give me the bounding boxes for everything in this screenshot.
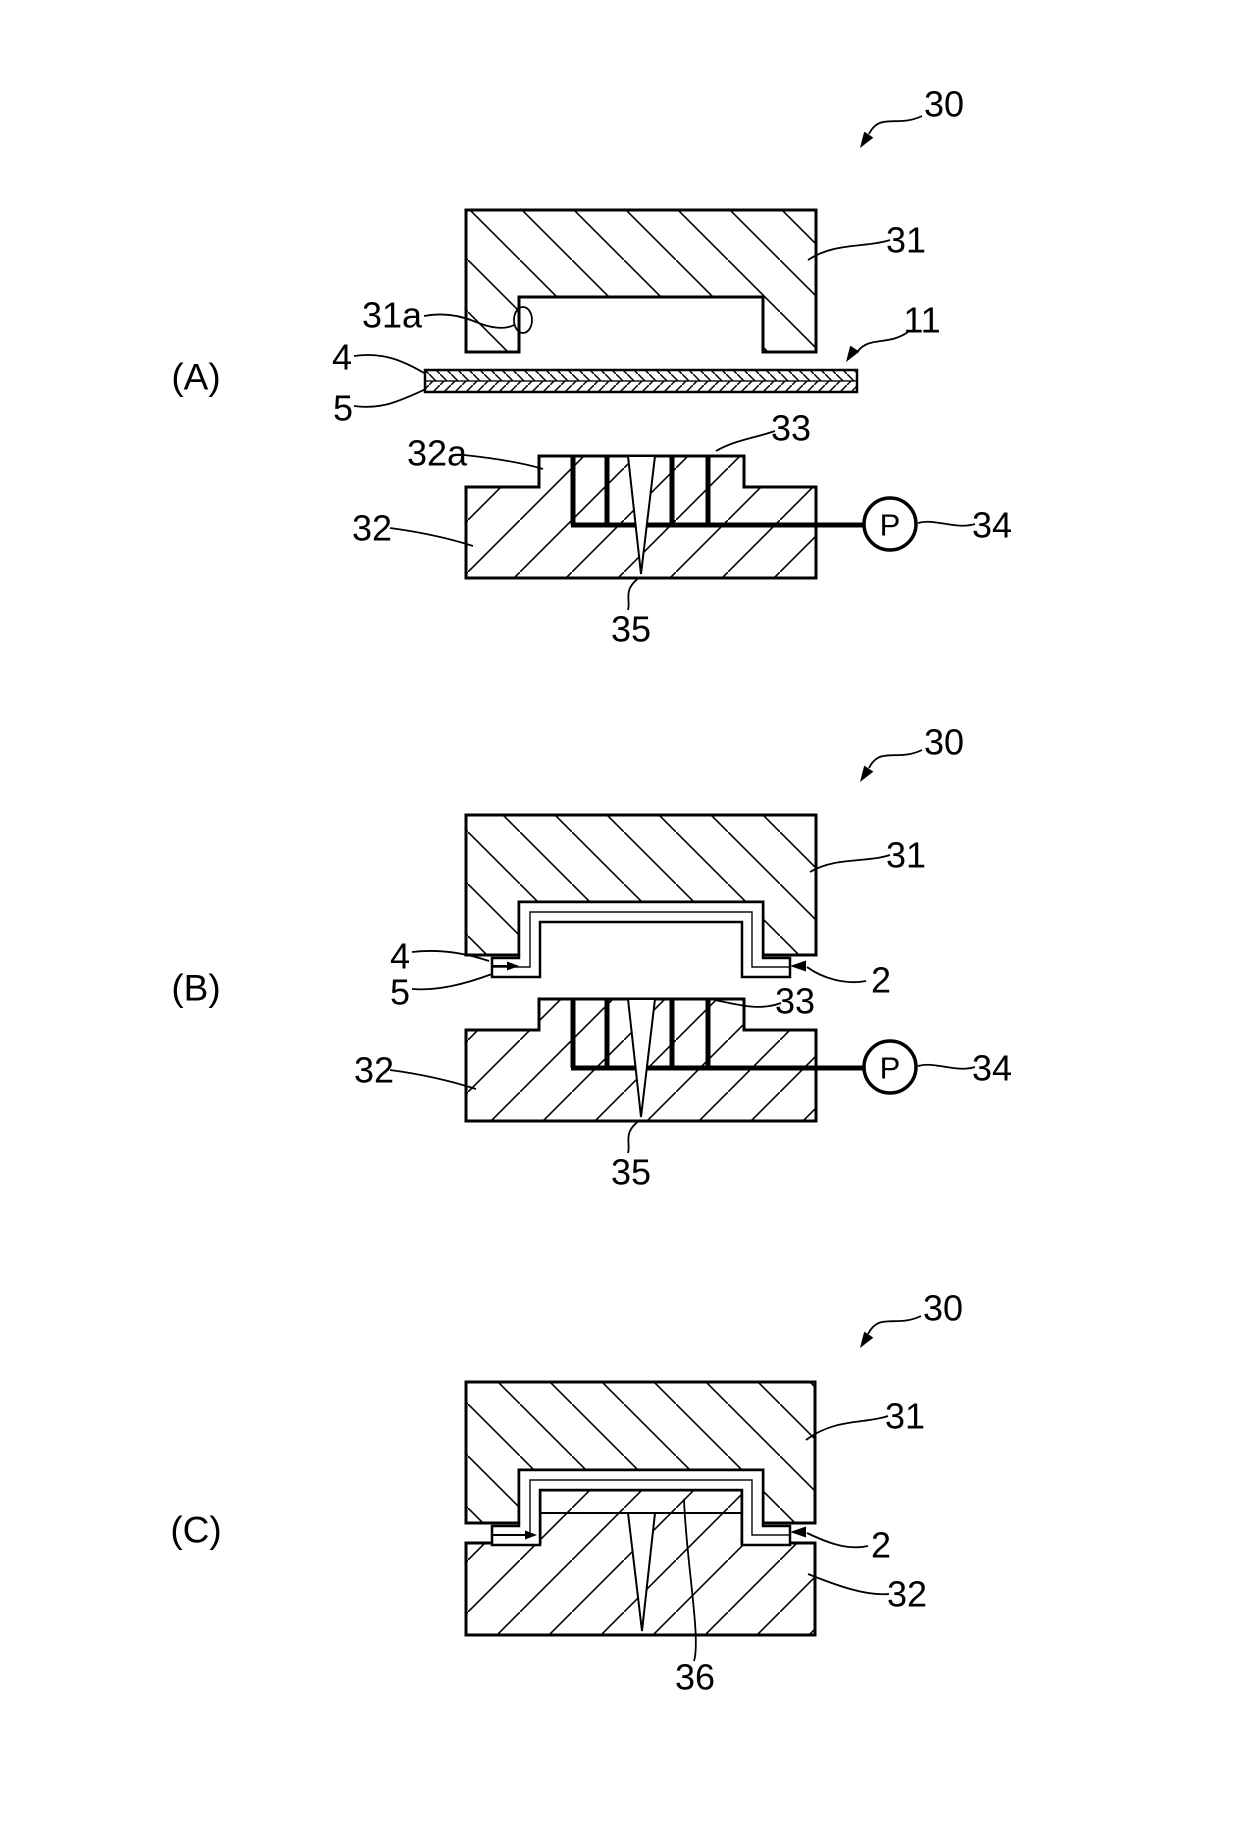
section-b-tag: (B) xyxy=(171,968,220,1009)
formed-sheet-b xyxy=(490,900,792,979)
vent-hole-b xyxy=(626,998,657,1118)
pump-b: P xyxy=(862,1039,918,1095)
vent-hole-a xyxy=(626,455,657,575)
label-32a: 32a xyxy=(407,433,468,474)
laminate-sheet-a xyxy=(423,368,859,394)
sheet-layer-4-a xyxy=(424,369,858,382)
label-5-b: 5 xyxy=(390,972,410,1013)
pump-circle-a xyxy=(862,496,918,552)
label-11: 11 xyxy=(903,300,940,341)
label-31-b: 31 xyxy=(886,835,926,876)
suction-slots-a xyxy=(570,456,711,525)
label-5-a: 5 xyxy=(333,388,353,429)
recess-loop-a xyxy=(513,306,533,334)
label-33-b: 33 xyxy=(775,981,815,1022)
label-31-c: 31 xyxy=(885,1396,925,1437)
arrow-30-c xyxy=(860,1331,874,1348)
label-32-c: 32 xyxy=(887,1574,927,1615)
edge-arrow-left-c xyxy=(525,1530,537,1540)
edge-arrow-left-b xyxy=(507,961,519,971)
arrow-30-a xyxy=(860,131,874,148)
label-34-b: 34 xyxy=(972,1048,1012,1089)
label-35-b: 35 xyxy=(611,1152,651,1193)
label-31a: 31a xyxy=(362,295,423,336)
label-32-b: 32 xyxy=(354,1050,394,1091)
label-31-a: 31 xyxy=(886,220,926,261)
label-34-a: 34 xyxy=(972,505,1012,546)
arrow-2-b xyxy=(790,960,806,972)
formed-sheet-c xyxy=(490,1468,792,1547)
arrow-2-c xyxy=(790,1526,806,1538)
label-2-b: 2 xyxy=(871,960,891,1001)
pump-a: P xyxy=(862,496,918,552)
section-c: (C) 30 31 2 32 36 xyxy=(170,1288,963,1698)
section-b: P (B) 30 31 4 5 2 33 32 34 35 xyxy=(171,722,1012,1193)
leaders-b xyxy=(389,749,976,1154)
section-c-tag: (C) xyxy=(170,1510,221,1551)
section-a-tag: (A) xyxy=(171,357,220,398)
pump-letter-a: P xyxy=(880,508,901,543)
suction-slots-b xyxy=(570,999,711,1068)
label-35-a: 35 xyxy=(611,609,651,650)
leaders-a xyxy=(353,115,976,611)
leaders-c xyxy=(683,1315,922,1662)
label-2-c: 2 xyxy=(871,1525,891,1566)
upper-mold-a xyxy=(464,208,818,354)
section-a: P (A) 30 31 31a 11 4 5 32a 32 33 xyxy=(171,84,1012,650)
pump-letter-b: P xyxy=(880,1051,901,1086)
label-30-a: 30 xyxy=(924,84,964,125)
label-30-b: 30 xyxy=(924,722,964,763)
label-4-b: 4 xyxy=(390,936,410,977)
arrow-30-b xyxy=(860,765,874,782)
label-30-c: 30 xyxy=(923,1288,963,1329)
label-4-a: 4 xyxy=(332,337,352,378)
label-33-a: 33 xyxy=(771,408,811,449)
arrow-11 xyxy=(846,345,860,362)
sheet-layer-5-a xyxy=(424,380,858,393)
vent-hole-c xyxy=(626,1512,657,1632)
pump-circle-b xyxy=(862,1039,918,1095)
label-36-c: 36 xyxy=(675,1657,715,1698)
label-32-a: 32 xyxy=(352,508,392,549)
